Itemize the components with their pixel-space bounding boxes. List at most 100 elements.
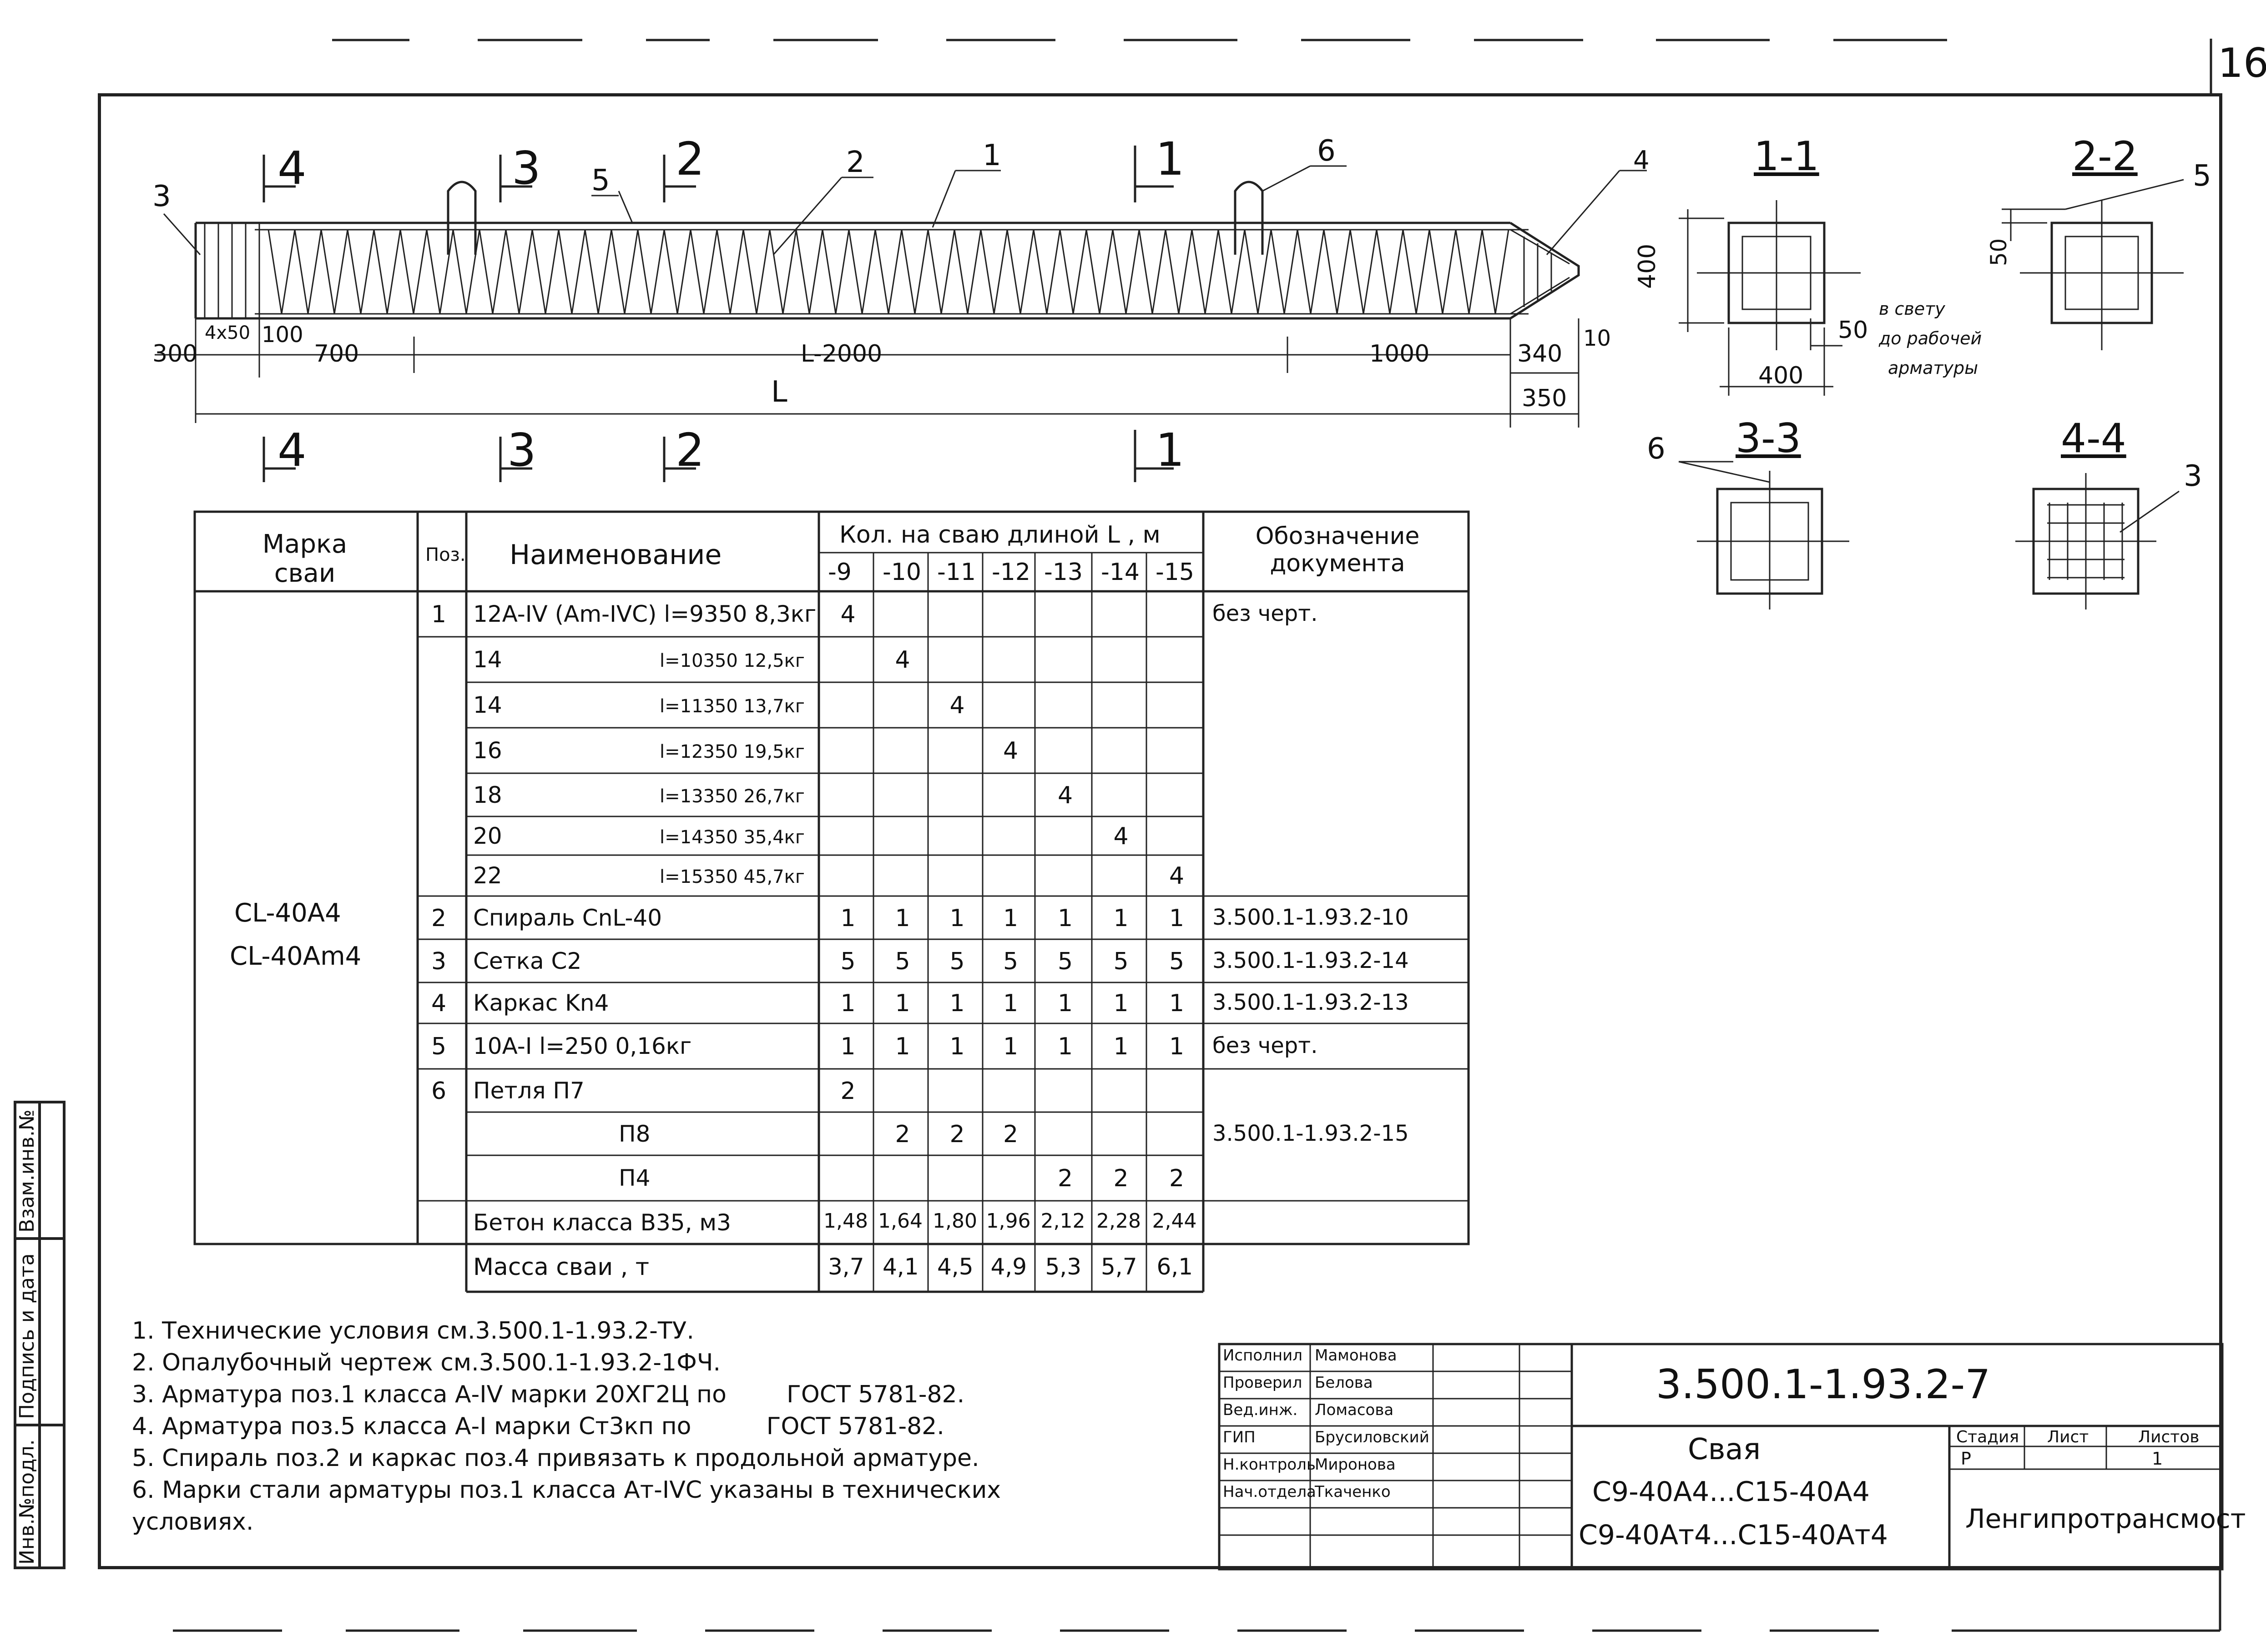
table-length-header: -15	[1156, 559, 1194, 586]
section-mark-4-top: 4	[278, 141, 307, 195]
table-mass-value: 3,7	[828, 1254, 864, 1280]
table-cell-pos: 5	[431, 1033, 447, 1060]
spiral-path	[267, 229, 1509, 314]
title-block-role: ГИП	[1223, 1428, 1256, 1446]
table-cell-qty: 5	[1169, 947, 1185, 975]
table-cell-name: 20	[473, 822, 502, 849]
note-line: 1. Технические условия см.3.500.1-1.93.2…	[132, 1317, 694, 1345]
title-block-sheets-value: 1	[2152, 1449, 2163, 1469]
table-cell-doc: без черт.	[1212, 1033, 1318, 1058]
title-block-stage-value: Р	[1961, 1449, 1971, 1469]
title-block-organization: Ленгипротрансмост	[1965, 1503, 2246, 1534]
table-cell-qty: 1,80	[933, 1209, 977, 1233]
table-cell-qty: 5	[949, 947, 965, 975]
table-mass-value: 4,1	[883, 1254, 919, 1280]
table-cell-qty: 2	[949, 1120, 965, 1148]
table-cell-spec: l=10350 12,5кг	[660, 650, 805, 671]
table-cell-qty: 1,64	[878, 1209, 923, 1233]
table-mass-value: 5,3	[1045, 1254, 1082, 1280]
dim-350: 350	[1522, 385, 1567, 412]
section-mark-3-bottom: 3	[507, 423, 536, 477]
table-cell-qty: 4	[840, 601, 856, 628]
table-cell-qty: 1	[1058, 904, 1073, 932]
side-stamp-podpis: Подпись и дата	[15, 1253, 39, 1419]
note-line: 5. Спираль поз.2 и каркас поз.4 привязат…	[132, 1445, 979, 1472]
table-cell-qty: 2	[1169, 1165, 1185, 1192]
table-cell-spec: l=14350 35,4кг	[660, 826, 805, 848]
table-cell-pos: 2	[431, 904, 447, 932]
table-cell-qty: 5	[1113, 947, 1129, 975]
dim-100: 100	[262, 322, 303, 348]
section-mark-2-bottom: 2	[676, 423, 705, 477]
table-cell-qty: 2,28	[1096, 1209, 1141, 1233]
table-cell-qty: 1	[949, 1033, 965, 1060]
section-title-3-3: 3-3	[1736, 415, 1801, 462]
title-block-sheet-label: Лист	[2047, 1428, 2089, 1446]
leader-number-2: 2	[846, 146, 865, 179]
title-block-name: Ломасова	[1315, 1401, 1394, 1419]
table-cell-qty: 1	[1003, 990, 1019, 1017]
dim-4x50: 4x50	[205, 322, 251, 343]
title-block-name: Белова	[1315, 1374, 1373, 1392]
table-cell-qty: 1	[840, 904, 856, 932]
leader-number-6: 6	[1317, 134, 1336, 168]
title-block-grid	[1218, 1343, 2224, 1571]
table-cell-qty: 1	[1113, 904, 1129, 932]
side-stamp-inner	[38, 1101, 66, 1569]
table-cell-qty: 2	[1113, 1165, 1129, 1192]
table-header-qty: Кол. на сваю длиной L , м	[839, 521, 1161, 549]
title-block-title-line1: Свая	[1688, 1433, 1761, 1466]
title-block-role: Исполнил	[1223, 1346, 1302, 1365]
drawing-frame	[98, 93, 2222, 1569]
title-block-name: Ткаченко	[1315, 1483, 1391, 1501]
table-cell-doc: 3.500.1-1.93.2-13	[1212, 990, 1409, 1015]
side-stamp-outer	[14, 1101, 41, 1569]
table-cell-name: Каркас Kn4	[473, 990, 609, 1016]
table-mass-label: Масса сваи , т	[473, 1254, 650, 1281]
table-cell-qty: 1	[949, 990, 965, 1017]
section-title-1-1: 1-1	[1754, 133, 1819, 180]
table-cell-qty: 1,48	[823, 1209, 868, 1233]
note-line: условиях.	[132, 1508, 254, 1536]
section-1-1-note-line2: до рабочей	[1879, 328, 1982, 348]
table-cell-name: 14	[473, 646, 502, 673]
table-cell-qty: 4	[895, 646, 910, 674]
table-cell-qty: 1	[895, 904, 910, 932]
sheet-number: 16	[2218, 40, 2266, 86]
table-length-header: -12	[992, 559, 1030, 586]
section-1-1-dim-400-horizontal: 400	[1758, 362, 1804, 389]
table-cell-spec: l=13350 26,7кг	[660, 786, 805, 807]
table-cell-qty: 1	[1169, 1033, 1185, 1060]
table-cell-qty: 4	[1169, 862, 1185, 890]
table-cell-qty: 1	[840, 990, 856, 1017]
table-cell-qty: 5	[840, 947, 856, 975]
title-block-role: Проверил	[1223, 1374, 1302, 1392]
lifting-loop	[1234, 181, 1264, 255]
table-cell-doc: 3.500.1-1.93.2-15	[1212, 1120, 1409, 1146]
table-header-name: Наименование	[510, 539, 722, 571]
table-cell-pos: 1	[431, 601, 447, 628]
table-length-header: -11	[937, 559, 976, 586]
table-cell-qty: 2	[1003, 1120, 1019, 1148]
section-mark-4-bottom: 4	[278, 423, 307, 477]
section-1-1-note-line3: арматуры	[1888, 358, 1978, 378]
table-header-doc: Обозначение документа	[1255, 523, 1420, 577]
lifting-loop	[447, 181, 477, 255]
table-cell-doc: без черт.	[1212, 601, 1318, 626]
table-cell-qty: 2,12	[1040, 1209, 1085, 1233]
table-length-header: -14	[1101, 559, 1140, 586]
table-cell-qty: 1,96	[986, 1209, 1031, 1233]
title-block-title-line2: С9-40А4...С15-40А4	[1592, 1476, 1870, 1508]
table-mass-value: 4,9	[990, 1254, 1027, 1280]
title-block-name: Миронова	[1315, 1456, 1396, 1474]
table-cell-name: П4	[619, 1165, 651, 1191]
table-cell-qty: 5	[1058, 947, 1073, 975]
table-cell-name: Бетон класса В35, м3	[473, 1209, 731, 1236]
table-cell-name: 14	[473, 692, 502, 718]
spiral-pos2	[267, 229, 1509, 314]
table-cell-pos: 4	[431, 990, 447, 1017]
dim-1000: 1000	[1369, 340, 1430, 368]
table-cell-name: Спираль CnL-40	[473, 904, 662, 931]
table-cell-pos: 3	[431, 947, 447, 975]
